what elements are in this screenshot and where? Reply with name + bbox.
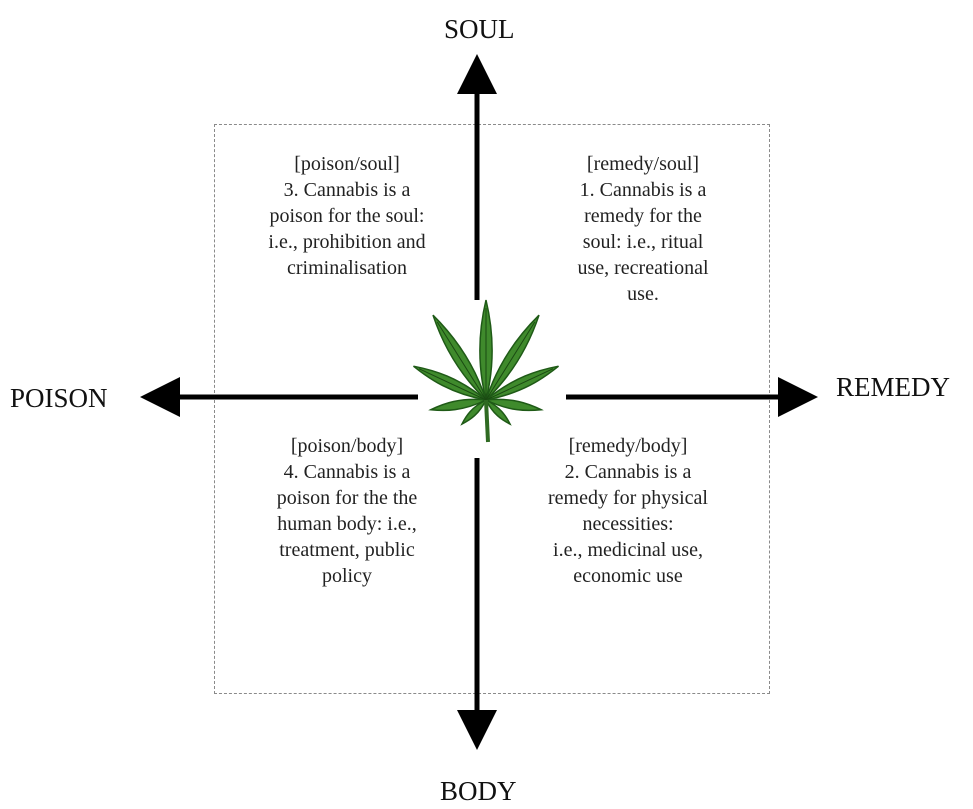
quadrant-text-line: 4. Cannabis is a [283, 461, 411, 483]
quadrant-text-line: use, recreational [577, 257, 709, 279]
axis-label-soul: SOUL [444, 14, 515, 44]
quadrant-tag: [poison/soul] [294, 153, 400, 175]
quadrant-text-line: i.e., medicinal use, [553, 539, 703, 561]
axis-label-body: BODY [440, 776, 517, 806]
quadrant-text-line: remedy for physical [548, 487, 708, 509]
quadrant-text-line: remedy for the [584, 205, 702, 227]
quadrant-remedy-body: [remedy/body] 2. Cannabis is a remedy fo… [502, 433, 754, 589]
quadrant-text-line: 2. Cannabis is a [564, 461, 692, 483]
quadrant-text-line: use. [627, 283, 659, 305]
cannabis-leaf-icon [413, 299, 559, 443]
quadrant-text-line: poison for the soul: [269, 205, 425, 227]
axis-label-remedy: REMEDY [836, 372, 950, 402]
quadrant-remedy-soul: [remedy/soul] 1. Cannabis is a remedy fo… [530, 151, 756, 307]
quadrant-tag: [poison/body] [290, 435, 404, 457]
quadrant-text-line: treatment, public [279, 539, 415, 561]
quadrant-text-line: i.e., prohibition and [268, 231, 426, 253]
quadrant-poison-soul: [poison/soul] 3. Cannabis is a poison fo… [234, 151, 460, 281]
quadrant-text-line: 3. Cannabis is a [283, 179, 411, 201]
quadrant-text-line: criminalisation [287, 257, 407, 279]
quadrant-text-line: necessities: [582, 513, 674, 535]
quadrant-text-line: policy [322, 565, 372, 587]
axis-label-poison: POISON [10, 383, 108, 413]
quadrant-tag: [remedy/body] [568, 435, 688, 457]
quadrant-frame [214, 124, 770, 694]
quadrant-poison-body: [poison/body] 4. Cannabis is a poison fo… [234, 433, 460, 589]
quadrant-text-line: 1. Cannabis is a [579, 179, 707, 201]
quadrant-text-line: economic use [573, 565, 683, 587]
quadrant-text-line: poison for the the [276, 487, 418, 509]
quadrant-text-line: human body: i.e., [277, 513, 417, 535]
quadrant-tag: [remedy/soul] [586, 153, 700, 175]
quadrant-text-line: soul: i.e., ritual [582, 231, 704, 253]
